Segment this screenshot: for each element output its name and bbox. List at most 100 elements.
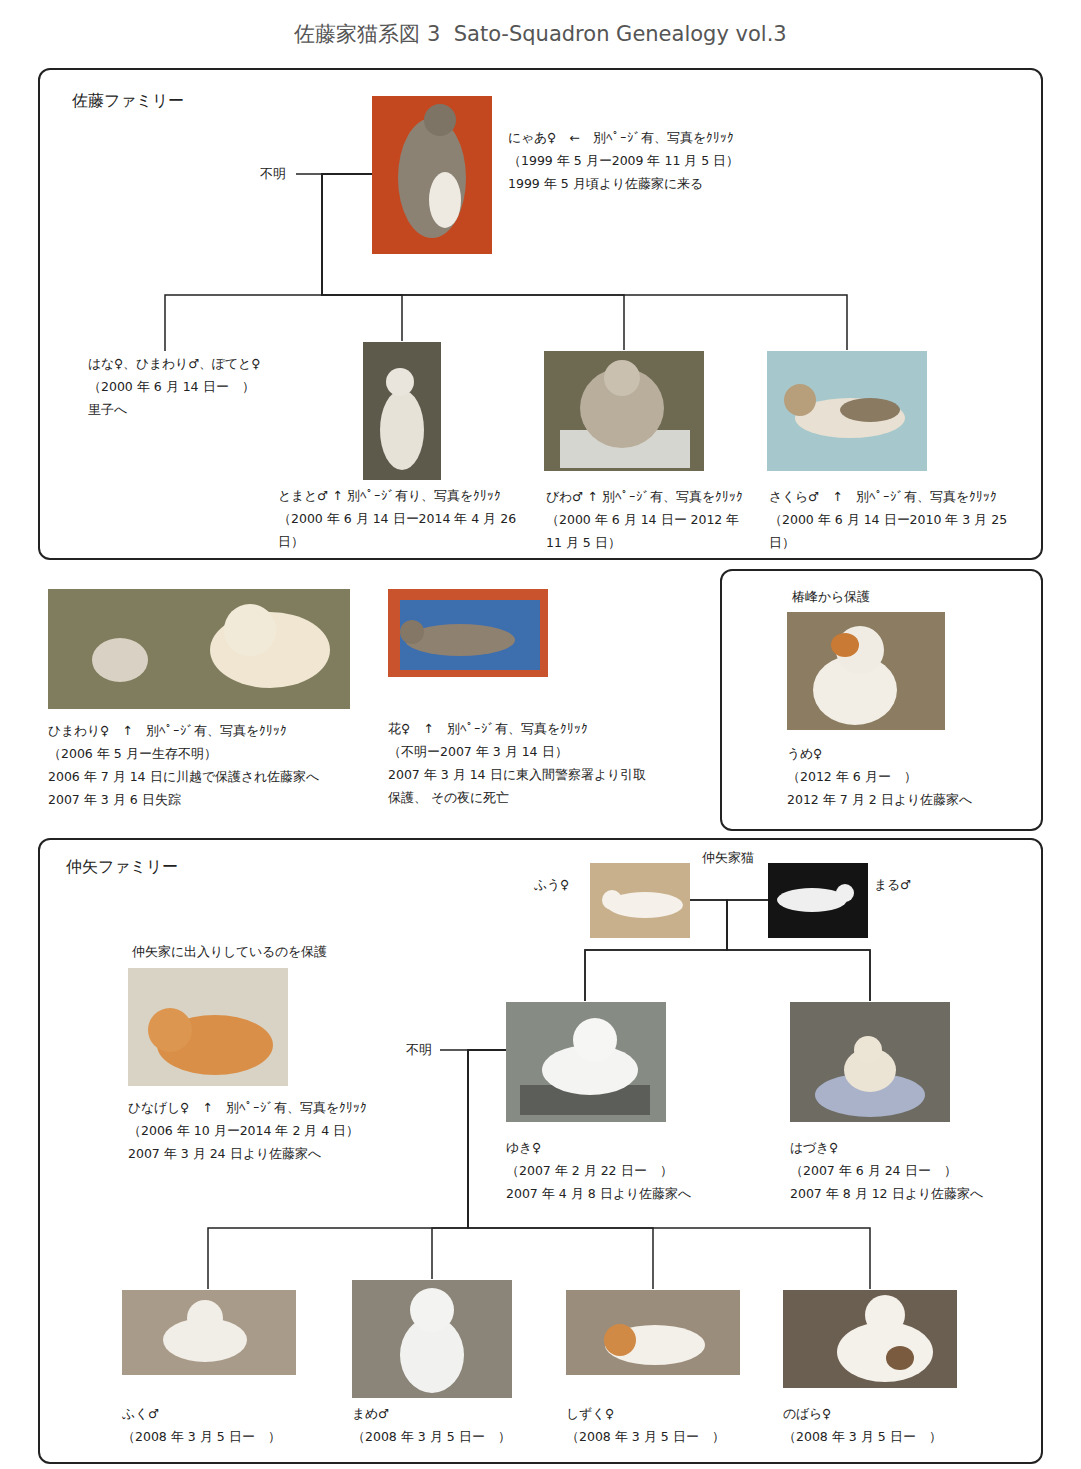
cat-head <box>836 884 854 902</box>
cat-node: 花♀ ↑ 別ﾍﾟｰｼﾞ有、写真をｸﾘｯｸ（不明ー2007 年 3 月 14 日）… <box>388 589 658 811</box>
text-group: ふく♂（2008 年 3 月 5 日ー ） <box>122 1402 322 1448</box>
node-heading: びわ♂ ↑ 別ﾍﾟｰｼﾞ有、写真をｸﾘｯｸ <box>546 485 758 508</box>
text-group: のばら♀（2008 年 3 月 5 日ー ） <box>783 1402 983 1448</box>
node-text: （1999 年 5 月ー2009 年 11 月 5 日） <box>508 149 752 172</box>
cat-node: まめ♂（2008 年 3 月 5 日ー ） <box>352 1280 552 1450</box>
family-box: 仲矢ファミリー仲矢家に出入りしているのを保護ひなげし♀ ↑ 別ﾍﾟｰｼﾞ有、写真… <box>38 838 1043 1464</box>
cat-patch <box>831 633 859 657</box>
node-heading: まめ♂ <box>352 1402 552 1425</box>
text-group: 椿峰から保護 <box>792 587 1032 607</box>
family-line <box>432 1050 506 1279</box>
family-line <box>727 900 870 1001</box>
cat-node: ふく♂（2008 年 3 月 5 日ー ） <box>122 1290 322 1450</box>
node-text: 2007 年 3 月 14 日に東入間警察署より引取保護、 その夜に死亡 <box>388 763 656 809</box>
cat-body <box>398 118 466 238</box>
cat-head <box>424 104 456 136</box>
node-heading: さくら♂ ↑ 別ﾍﾟｰｼﾞ有、写真をｸﾘｯｸ <box>769 485 1037 508</box>
node-text: （不明ー2007 年 3 月 14 日） <box>388 740 656 763</box>
text-group: まめ♂（2008 年 3 月 5 日ー ） <box>352 1402 552 1448</box>
node-text: （2006 年 10 月ー2014 年 2 月 4 日） <box>128 1119 418 1142</box>
family-line <box>322 174 624 350</box>
text-group: うめ♀（2012 年 6 月ー ）2012 年 7 月 2 日より佐藤家へ <box>787 742 1027 811</box>
text-group: はな♀、ひまわり♂、ぽてと♀（2000 年 6 月 14 日ー ）里子へ <box>88 352 304 421</box>
cat-node: ゆき♀（2007 年 2 月 22 日ー ）2007 年 4 月 8 日より佐藤… <box>506 1002 756 1207</box>
photo-ground <box>544 351 704 471</box>
cat-node: びわ♂ ↑ 別ﾍﾟｰｼﾞ有、写真をｸﾘｯｸ（2000 年 6 月 14 日ー 2… <box>544 351 759 556</box>
cat-photo <box>590 863 690 938</box>
cat-body <box>605 1325 705 1365</box>
node-text: 2006 年 7 月 14 日に川越で保護され佐藤家へ <box>48 765 378 788</box>
node-text: （2008 年 3 月 5 日ー ） <box>783 1425 983 1448</box>
family-line <box>208 1050 506 1289</box>
node-heading: はな♀、ひまわり♂、ぽてと♀ <box>88 352 304 375</box>
node-text: （2000 年 6 月 14 日ー2014 年 4 月 26 日） <box>278 507 540 553</box>
cat-patch <box>840 398 900 422</box>
family-line <box>322 174 847 350</box>
cat-body <box>92 638 148 682</box>
node-text: （2008 年 3 月 5 日ー ） <box>122 1425 322 1448</box>
photo-ground <box>48 589 350 709</box>
node-text: 2007 年 8 月 12 日より佐藤家へ <box>790 1182 1030 1205</box>
node-text: （2000 年 6 月 14 日ー2010 年 3 月 25 日） <box>769 508 1037 554</box>
cat-head <box>224 604 276 656</box>
cat-head <box>784 384 816 416</box>
text-group: まる♂ <box>874 873 928 896</box>
cat-node: さくら♂ ↑ 別ﾍﾟｰｼﾞ有、写真をｸﾘｯｸ（2000 年 6 月 14 日ー2… <box>767 351 1039 556</box>
photo-ground <box>566 1290 740 1375</box>
text-group: 佐藤ファミリー <box>72 90 372 112</box>
node-text: （2012 年 6 月ー ） <box>787 765 1027 788</box>
node-heading: のばら♀ <box>783 1402 983 1425</box>
node-heading: ふう♀ <box>534 873 588 896</box>
cat-head <box>187 1300 223 1336</box>
node-heading: 椿峰から保護 <box>792 587 1032 607</box>
family-line <box>322 174 402 341</box>
text-group: しずく♀（2008 年 3 月 5 日ー ） <box>566 1402 766 1448</box>
text-group: さくら♂ ↑ 別ﾍﾟｰｼﾞ有、写真をｸﾘｯｸ（2000 年 6 月 14 日ー2… <box>769 485 1037 554</box>
photo-ground <box>787 612 945 730</box>
node-heading: うめ♀ <box>787 742 1027 765</box>
cat-head <box>604 360 640 396</box>
text-group: ひまわり♀ ↑ 別ﾍﾟｰｼﾞ有、写真をｸﾘｯｸ（2006 年 5 月ー生存不明）… <box>48 719 378 811</box>
node-text: （2008 年 3 月 5 日ー ） <box>352 1425 552 1448</box>
cat-photo <box>372 96 492 254</box>
photo-ground <box>768 863 868 938</box>
cat-photo <box>767 351 927 471</box>
cat-photo <box>768 863 868 938</box>
cat-node: ふう♀ <box>530 863 690 940</box>
cat-body <box>380 390 424 470</box>
node-text: 里子へ <box>88 398 304 421</box>
node-text: （2007 年 2 月 22 日ー ） <box>506 1159 756 1182</box>
photo-ground <box>783 1290 957 1388</box>
cat-node: ひまわり♀ ↑ 別ﾍﾟｰｼﾞ有、写真をｸﾘｯｸ（2006 年 5 月ー生存不明）… <box>48 589 378 813</box>
cat-node: まる♂ <box>768 863 928 940</box>
photo-ground <box>590 863 690 938</box>
photo-ground <box>363 342 441 480</box>
text-group: ゆき♀（2007 年 2 月 22 日ー ）2007 年 4 月 8 日より佐藤… <box>506 1136 756 1205</box>
family-box: 椿峰から保護うめ♀（2012 年 6 月ー ）2012 年 7 月 2 日より佐… <box>720 569 1043 831</box>
node-heading: しずく♀ <box>566 1402 766 1425</box>
cat-node: うめ♀（2012 年 6 月ー ）2012 年 7 月 2 日より佐藤家へ <box>787 612 1027 813</box>
node-heading: まる♂ <box>874 873 928 896</box>
cat-head <box>865 1295 905 1335</box>
cat-head <box>854 1036 882 1064</box>
photo-ground <box>128 968 288 1086</box>
cat-photo <box>787 612 945 730</box>
text-group: はづき♀（2007 年 6 月 24 日ー ）2007 年 8 月 12 日より… <box>790 1136 1030 1205</box>
cat-photo <box>790 1002 950 1122</box>
cat-node: しずく♀（2008 年 3 月 5 日ー ） <box>566 1290 766 1450</box>
node-text: （2000 年 6 月 14 日ー ） <box>88 375 304 398</box>
parent-line <box>296 173 322 175</box>
node-heading: 仲矢家に出入りしているのを保護 <box>132 940 418 963</box>
node-heading: にゃあ♀ ← 別ﾍﾟｰｼﾞ有、写真をｸﾘｯｸ <box>508 126 752 149</box>
node-text: 2012 年 7 月 2 日より佐藤家へ <box>787 788 1027 811</box>
node-text: 2007 年 4 月 8 日より佐藤家へ <box>506 1182 756 1205</box>
photo-object <box>400 600 540 670</box>
cat-node: 仲矢家に出入りしているのを保護ひなげし♀ ↑ 別ﾍﾟｰｼﾞ有、写真をｸﾘｯｸ（2… <box>128 940 418 1167</box>
node-heading: はづき♀ <box>790 1136 1030 1159</box>
diagram-title: 佐藤家猫系図 3 Sato-Squadron Genealogy vol.3 <box>0 20 1081 48</box>
free-label: 仲矢家猫 <box>700 849 756 867</box>
cat-photo <box>506 1002 666 1122</box>
cat-head <box>602 890 622 910</box>
cat-photo <box>388 589 548 677</box>
